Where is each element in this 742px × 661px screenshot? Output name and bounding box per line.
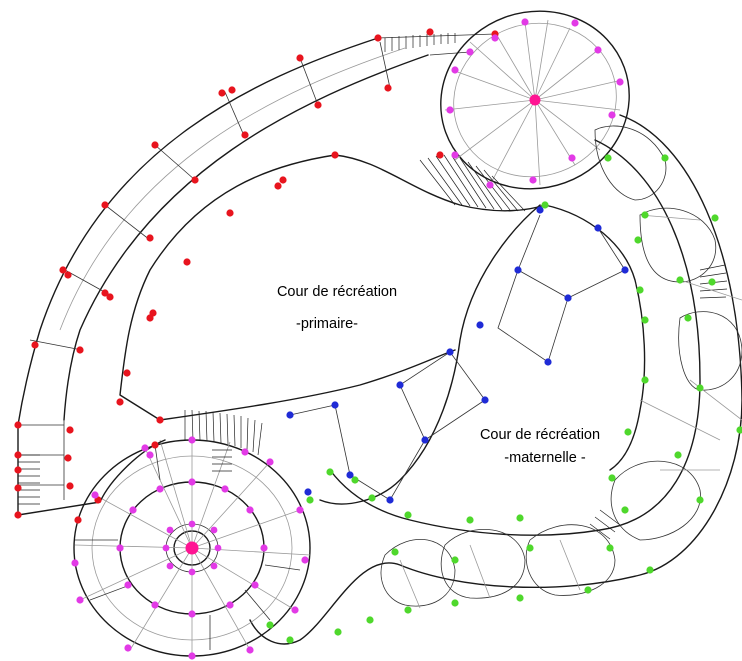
primary-courtyard-subtitle: -primaire- [295,316,359,332]
red-nodes [14,28,499,524]
nursery-courtyard-subtitle: -maternelle - [504,450,586,466]
magenta-nodes [71,18,624,660]
green-nodes [266,154,742,644]
nursery-courtyard-title: Cour de récréation [479,427,601,443]
hub-nodes [185,94,541,555]
top-rotunda [334,10,630,212]
lower-rotunda [73,409,311,657]
primary-courtyard-title: Cour de récréation [276,284,398,300]
blue-nodes [286,206,629,504]
nursery-wing [249,114,742,645]
